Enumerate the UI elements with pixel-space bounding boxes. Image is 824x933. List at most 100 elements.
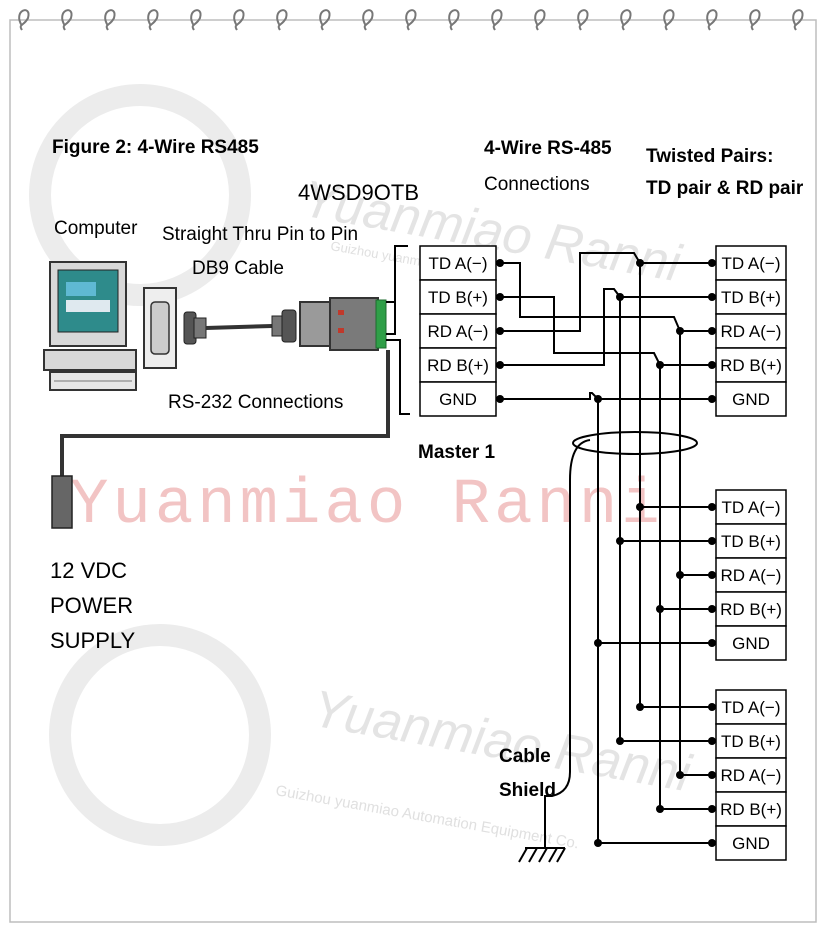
junction-dot [636, 703, 644, 711]
db9-cable-icon [183, 309, 297, 345]
junction-dot [616, 737, 624, 745]
junction-dot [708, 805, 716, 813]
master-label: Master 1 [418, 442, 496, 463]
junction-dot [496, 327, 504, 335]
junction-dot [594, 839, 602, 847]
adapter-icon [299, 297, 387, 351]
terminal-label: RD B(+) [720, 600, 782, 619]
figure-title: Figure 2: 4-Wire RS485 [52, 137, 259, 158]
terminal-label: GND [732, 834, 770, 853]
junction-dot [676, 771, 684, 779]
power-supply-label: POWER [50, 593, 133, 618]
power-supply-icon [51, 475, 73, 529]
terminal-cell [715, 557, 787, 593]
spiral-ring [233, 9, 245, 31]
wire [496, 262, 681, 332]
junction-dot [496, 395, 504, 403]
junction-dot [708, 771, 716, 779]
wire [496, 288, 621, 366]
terminal-label: TD B(+) [721, 532, 781, 551]
slave-1-terminal-block: TD A(−)TD B(+)RD A(−)RD B(+)GND [715, 245, 787, 417]
terminal-label: RD A(−) [428, 322, 489, 341]
junction-dot [708, 703, 716, 711]
junction-dot [708, 839, 716, 847]
rs485-wires [496, 252, 716, 847]
terminal-label: RD A(−) [721, 566, 782, 585]
terminal-label: TD A(−) [721, 498, 780, 517]
watermark-main: Yuanmiao Ranni [70, 470, 664, 542]
cable-shield-label: Cable [499, 746, 551, 767]
terminal-label: TD A(−) [721, 254, 780, 273]
junction-dot [676, 571, 684, 579]
slave-2-terminal-block: TD A(−) TD B(+) RD A(−) RD B(+) GND [715, 489, 787, 661]
terminal-cell [715, 523, 787, 559]
spiral-ring [190, 9, 202, 31]
watermark-logo [49, 624, 271, 846]
junction-dot [636, 259, 644, 267]
adapter-wiring [386, 245, 410, 415]
db9-port-icon [143, 287, 177, 369]
twisted-pairs-label: Twisted Pairs: [646, 146, 773, 167]
terminal-cell [715, 489, 787, 525]
terminal-label: TD B(+) [428, 288, 488, 307]
terminal-cell [715, 689, 787, 725]
terminal-cell [419, 347, 497, 383]
spiral-ring [448, 9, 460, 31]
terminal-cell [715, 825, 787, 861]
spiral-ring [534, 9, 546, 31]
terminal-cell [715, 625, 787, 661]
spiral-ring [749, 9, 761, 31]
terminal-label: TD A(−) [428, 254, 487, 273]
junction-dot [496, 293, 504, 301]
device-name: 4WSD9OTB [298, 180, 419, 205]
terminal-label: GND [732, 634, 770, 653]
junction-dot [708, 503, 716, 511]
terminal-label: GND [439, 390, 477, 409]
spiral-ring [405, 9, 417, 31]
terminal-label: TD A(−) [721, 698, 780, 717]
junction-dot [616, 537, 624, 545]
spiral-binding [18, 9, 804, 31]
spiral-ring [620, 9, 632, 31]
junction-dot [496, 361, 504, 369]
power-supply-label: SUPPLY [50, 628, 136, 653]
junction-dot [676, 327, 684, 335]
watermark-logo [29, 84, 251, 306]
terminal-cell [715, 381, 787, 417]
junction-dot [616, 293, 624, 301]
junction-dot [708, 571, 716, 579]
spiral-ring [706, 9, 718, 31]
terminal-cell [419, 245, 497, 281]
junction-dot [636, 503, 644, 511]
terminal-cell [715, 313, 787, 349]
master-terminal-block: TD A(−) TD B(+) RD A(−) RD B(+) GND [419, 245, 497, 417]
terminal-cell [715, 591, 787, 627]
terminal-label: RD B(+) [720, 800, 782, 819]
computer-label: Computer [54, 218, 138, 239]
terminal-cell [715, 723, 787, 759]
spiral-ring [18, 9, 30, 31]
wire [496, 296, 661, 366]
wire [496, 392, 599, 400]
terminal-label: RD B(+) [427, 356, 489, 375]
terminal-cell [715, 279, 787, 315]
spiral-ring [663, 9, 675, 31]
junction-dot [708, 537, 716, 545]
terminal-label: TD B(+) [721, 288, 781, 307]
junction-dot [708, 639, 716, 647]
cable-shield-ground [518, 439, 591, 863]
twisted-pair-bundle [572, 431, 698, 455]
junction-dot [708, 361, 716, 369]
junction-dot [708, 395, 716, 403]
spiral-ring [61, 9, 73, 31]
slave-3-terminal-block: TD A(−)TD B(+)RD A(−)RD B(+)GND [715, 689, 787, 861]
cable-label: Straight Thru Pin to Pin [162, 224, 358, 245]
junction-dot [656, 805, 664, 813]
rs485-label: 4-Wire RS-485 [484, 138, 612, 159]
junction-dot [594, 639, 602, 647]
junction-dot [496, 259, 504, 267]
cable-shield-label: Shield [499, 780, 556, 801]
junction-dot [708, 259, 716, 267]
terminal-label: RD A(−) [721, 766, 782, 785]
